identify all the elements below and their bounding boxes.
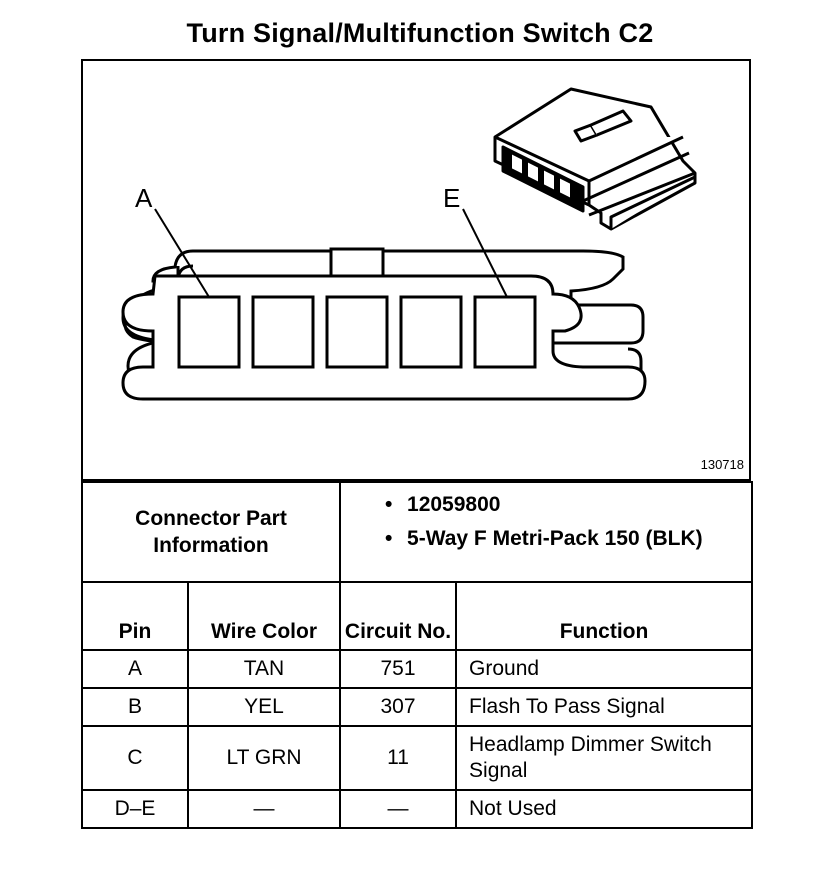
connector-part-number: •12059800 (385, 493, 501, 516)
pin-cavities (177, 295, 537, 369)
pin-label-e: E (443, 183, 460, 213)
diagram-title: Turn Signal/Multifunction Switch C2 (186, 18, 654, 48)
cell-function: Headlamp Dimmer Switch Signal (455, 725, 754, 791)
connector-diagram: A E 130718 (81, 59, 751, 481)
connector-drawing: A E (121, 87, 697, 401)
cell-wire-color: YEL (186, 687, 342, 727)
connector-type: •5-Way F Metri-Pack 150 (BLK) (385, 527, 703, 550)
cell-wire-color: LT GRN (186, 725, 342, 791)
leader-line-e (462, 208, 508, 298)
cell-circuit: 11 (339, 725, 458, 791)
header-function: Function (455, 581, 754, 651)
figure-id: 130718 (700, 457, 744, 472)
header-circuit-no: Circuit No. (339, 581, 458, 651)
connector-info-label: Connector Part Information (80, 481, 342, 583)
cavity-d (399, 295, 463, 369)
table-row: A TAN 751 Ground (81, 649, 754, 689)
table-header-row: Pin Wire Color Circuit No. Function (81, 581, 754, 651)
cavity-c (325, 295, 389, 369)
cavity-e (473, 295, 537, 369)
cell-circuit: 307 (339, 687, 458, 727)
cell-pin: C (81, 725, 189, 791)
connector-info-row: Connector Part Information •12059800 •5-… (80, 481, 754, 583)
latch-tab (329, 247, 385, 279)
table-row: D–E — — Not Used (81, 789, 754, 829)
cell-pin: B (81, 687, 189, 727)
cell-wire-color: — (186, 789, 342, 829)
cavity-b (251, 295, 315, 369)
cell-pin: D–E (81, 789, 189, 829)
connector-pinout-table: Connector Part Information •12059800 •5-… (80, 481, 754, 829)
leader-line-a (154, 208, 210, 298)
pin-label-a: A (135, 183, 153, 213)
cavity-a (177, 295, 241, 369)
cell-circuit: — (339, 789, 458, 829)
table-row: B YEL 307 Flash To Pass Signal (81, 687, 754, 727)
header-pin: Pin (81, 581, 189, 651)
cell-pin: A (81, 649, 189, 689)
cell-function: Not Used (455, 789, 754, 829)
cell-wire-color: TAN (186, 649, 342, 689)
header-wire-color: Wire Color (186, 581, 342, 651)
cell-function: Flash To Pass Signal (455, 687, 754, 727)
connector-info-values: •12059800 •5-Way F Metri-Pack 150 (BLK) (339, 481, 754, 583)
table-row: C LT GRN 11 Headlamp Dimmer Switch Signa… (81, 725, 754, 791)
connector-iso-view (493, 87, 697, 231)
cell-function: Ground (455, 649, 754, 689)
cell-circuit: 751 (339, 649, 458, 689)
